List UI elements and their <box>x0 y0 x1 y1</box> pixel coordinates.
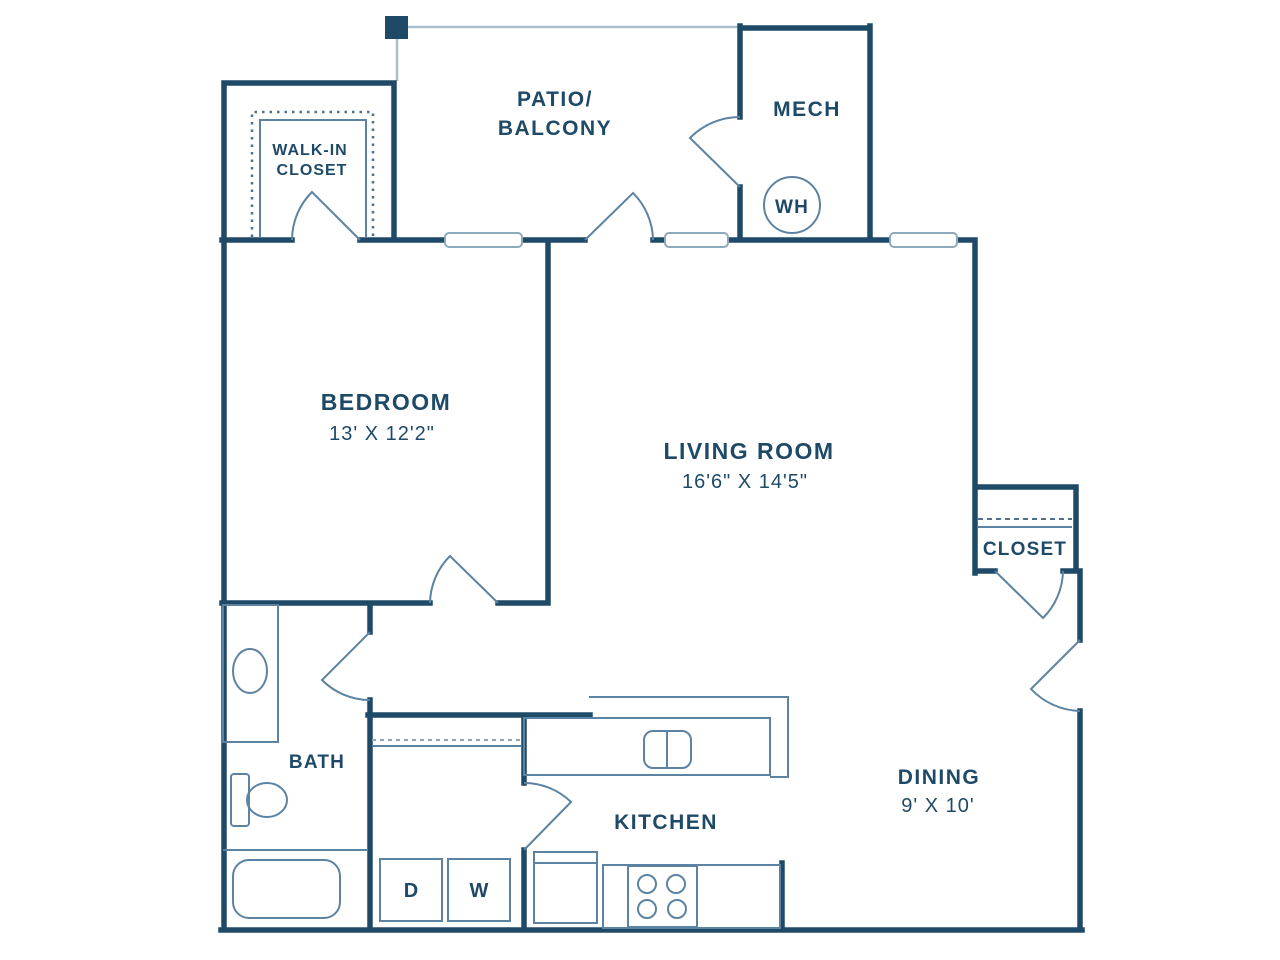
washer-label: W <box>470 880 489 902</box>
dining-dimensions: 9' X 10' <box>901 795 974 817</box>
walk-in-closet-rod-dotted <box>250 110 375 237</box>
water-heater-icon <box>763 176 821 234</box>
bath-label: BATH <box>289 752 345 773</box>
stove-icon <box>627 865 698 928</box>
entry-door <box>1029 639 1081 712</box>
washer-icon <box>447 858 511 922</box>
mech-door <box>688 116 741 188</box>
bedroom-window <box>444 232 523 248</box>
bathtub-icon <box>232 859 341 919</box>
kitchen-label: KITCHEN <box>614 811 718 834</box>
peninsula-outer-edge <box>589 696 789 778</box>
peninsula-counter <box>523 717 771 776</box>
walk-in-closet-door <box>291 190 361 241</box>
patio-railing <box>385 16 740 81</box>
laundry-door <box>523 781 573 851</box>
living-room-label: LIVING ROOM <box>663 438 834 464</box>
mech-label: MECH <box>773 98 841 121</box>
railing-post-icon <box>385 16 408 39</box>
dining-window <box>889 232 958 248</box>
water-heater-label: WH <box>775 197 809 218</box>
vanity-sink-icon <box>232 648 268 694</box>
burner-icon <box>637 899 657 919</box>
burner-icon <box>637 874 657 894</box>
closet-label: CLOSET <box>983 539 1067 560</box>
burner-icon <box>667 899 687 919</box>
kitchen-counter <box>602 864 781 929</box>
burner-icon <box>666 874 686 894</box>
walk-in-closet-label-line1: WALK-IN <box>272 142 347 159</box>
exterior-and-interior-walls <box>218 23 1085 933</box>
toilet-tank-icon <box>230 773 250 827</box>
living-room-window <box>664 232 729 248</box>
walk-in-closet-shelf <box>259 119 367 237</box>
dining-label: DINING <box>898 766 981 789</box>
closet-door <box>994 570 1064 620</box>
vanity-counter <box>222 604 279 743</box>
bedroom-door <box>429 554 499 604</box>
patio-door <box>584 191 654 241</box>
living-room-dimensions: 16'6" X 14'5" <box>682 471 808 493</box>
toilet-bowl-icon <box>246 782 288 818</box>
railing-line <box>395 25 740 81</box>
dryer-icon <box>379 858 443 922</box>
patio-label-line1: PATIO/ <box>517 88 593 111</box>
refrigerator-icon <box>533 851 598 924</box>
bedroom-dimensions: 13' X 12'2" <box>329 423 435 445</box>
patio-label-line2: BALCONY <box>498 117 612 140</box>
dryer-label: D <box>404 880 418 902</box>
bath-door <box>320 631 371 701</box>
bedroom-label: BEDROOM <box>321 389 452 415</box>
walk-in-closet-label-line2: CLOSET <box>277 162 348 179</box>
